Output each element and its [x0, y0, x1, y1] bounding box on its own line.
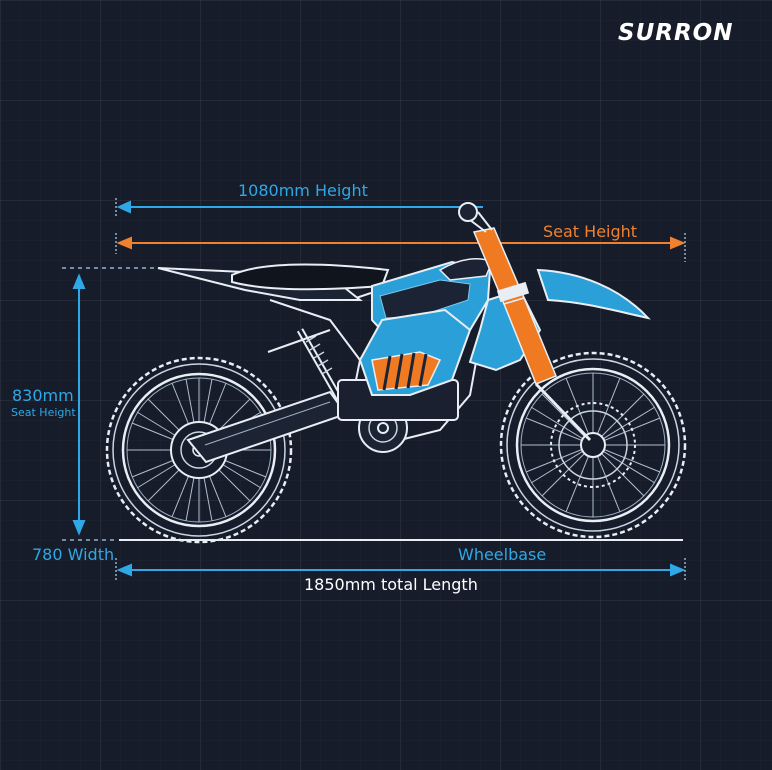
seat-height-dimension-line	[115, 233, 686, 262]
brand-logo: SURRON	[618, 20, 734, 46]
front-fender	[536, 268, 651, 320]
motor	[337, 379, 459, 453]
total-length-dimension-line	[115, 558, 686, 580]
height-dimension-line	[115, 198, 483, 218]
front-fork	[472, 227, 592, 442]
rear-wheel	[105, 356, 293, 544]
seat-height-value-label: 830mm	[12, 386, 74, 405]
height-label: 1080mm Height	[238, 181, 368, 200]
total-length-label: 1850mm total Length	[304, 575, 478, 594]
front-wheel	[499, 351, 687, 539]
seat	[231, 263, 390, 291]
wheelbase-label: Wheelbase	[458, 545, 547, 564]
seat-height-sub-label: Seat Height	[11, 406, 76, 419]
vertical-seat-height-line	[62, 267, 160, 541]
width-label: 780 Width	[32, 545, 115, 564]
rear-shock	[296, 328, 344, 402]
handlebar	[458, 202, 493, 233]
seat-height-label: Seat Height	[543, 222, 638, 241]
